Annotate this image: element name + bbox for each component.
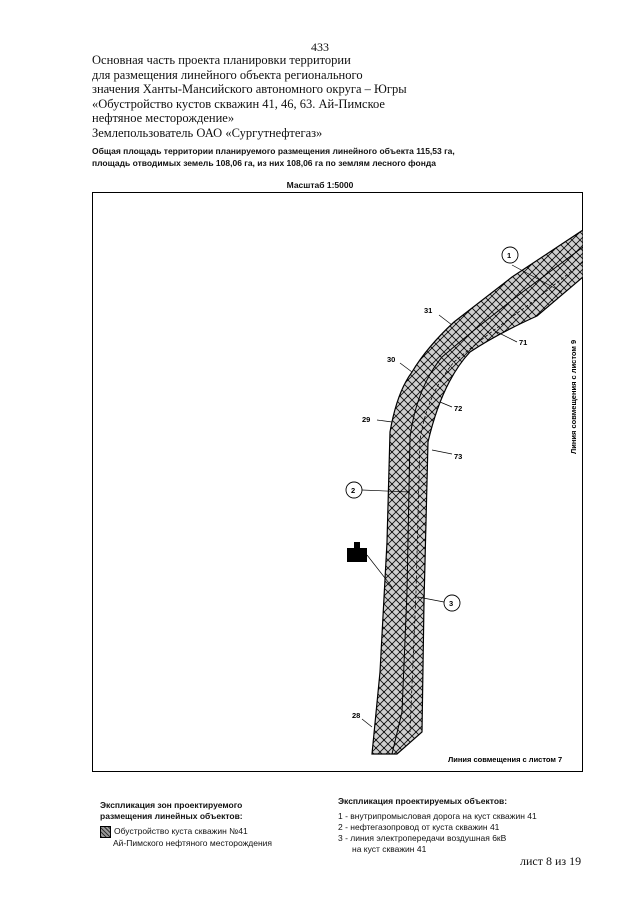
objects-legend-item: 2 - нефтегазопровод от куста скважин 41 (338, 822, 500, 832)
zones-legend-item-label: Ай-Пимского нефтяного месторождения (113, 838, 273, 848)
match-line-bottom: Линия совмещения с листом 7 (448, 755, 562, 764)
corridor-zone (371, 229, 583, 755)
callout-3: 3 (449, 599, 453, 608)
zones-legend-title: размещения линейных объектов: (100, 811, 243, 821)
objects-legend-item: 3 - линия электропередачи воздушная 6кВ (338, 833, 507, 843)
sheet-number: лист 8 из 19 (520, 854, 582, 868)
heading-line: для размещения линейного объекта региона… (92, 67, 363, 82)
point-label-72: 72 (454, 404, 462, 413)
callout-2: 2 (351, 486, 355, 495)
point-label-71: 71 (519, 338, 527, 347)
point-label-29: 29 (362, 415, 370, 424)
planning-map: 31 71 30 29 72 73 28 1 2 3 Линия совмеще… (345, 229, 583, 764)
well-pad-marker (347, 542, 393, 588)
heading-line: значения Ханты-Мансийского автономного о… (92, 82, 407, 96)
match-line-right: Линия совмещения с листом 9 (569, 340, 578, 454)
summary-line: Общая площадь территории планируемого ра… (92, 146, 455, 156)
map-scale: Масштаб 1:5000 (286, 180, 354, 190)
zones-legend-title: Экспликация зон проектируемого (100, 800, 243, 810)
point-label-30: 30 (387, 355, 395, 364)
objects-legend-item: 1 - внутрипромысловая дорога на куст скв… (338, 811, 537, 821)
point-label-73: 73 (454, 452, 462, 461)
heading-line: нефтяное месторождение» (92, 111, 235, 125)
road-line (391, 246, 583, 755)
map-frame (92, 192, 583, 772)
heading-line: «Обустройство кустов скважин 41, 46, 63.… (92, 96, 385, 111)
callout-1: 1 (507, 251, 511, 260)
objects-legend: Экспликация проектируемых объектов: 1 - … (338, 796, 537, 855)
objects-legend-title: Экспликация проектируемых объектов: (338, 796, 508, 806)
document-heading: Основная часть проекта планировки террит… (92, 53, 492, 140)
zones-legend: Экспликация зон проектируемого размещени… (100, 800, 272, 849)
page-number: 433 (311, 40, 329, 54)
heading-line: Основная часть проекта планировки террит… (92, 53, 351, 67)
zones-legend-item: Обустройство куста скважин №41 (100, 826, 272, 838)
point-label-28: 28 (352, 711, 360, 720)
point-label-31: 31 (424, 306, 432, 315)
summary-line: площадь отводимых земель 108,06 га, из н… (92, 158, 436, 168)
heading-line: Землепользователь ОАО «Сургутнефтегаз» (92, 125, 323, 140)
hatch-swatch-icon (100, 826, 111, 838)
area-summary: Общая площадь территории планируемого ра… (92, 145, 562, 169)
objects-legend-item: на куст скважин 41 (352, 844, 427, 854)
zones-legend-item-label: Обустройство куста скважин №41 (114, 826, 248, 836)
pipeline-line (409, 261, 583, 733)
